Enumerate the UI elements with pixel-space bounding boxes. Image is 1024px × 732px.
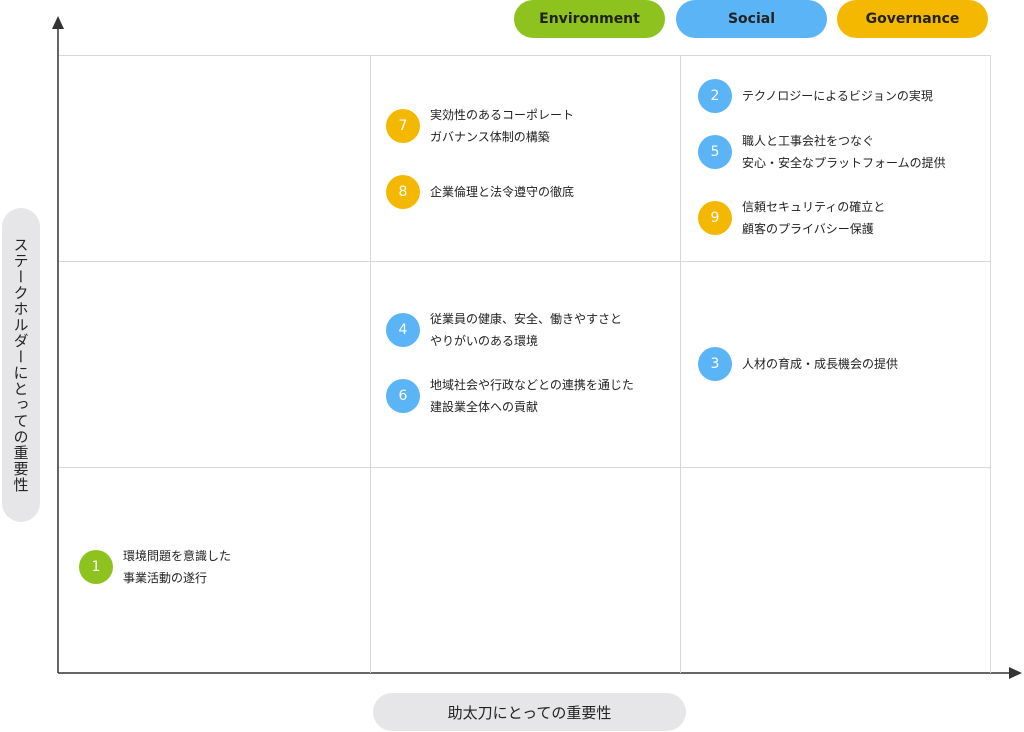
item-8: 8 企業倫理と法令遵守の徹底 [386, 175, 574, 209]
grid-line-right [990, 55, 991, 673]
item-4: 4 従業員の健康、安全、働きやすさと やりがいのある環境 [386, 308, 622, 352]
item-9: 9 信頼セキュリティの確立と 顧客のプライバシー保護 [698, 196, 885, 240]
item-1: 1 環境問題を意識した 事業活動の遂行 [79, 545, 231, 589]
item-2: 2 テクノロジーによるビジョンの実現 [698, 79, 933, 113]
legend-governance: Governance [837, 0, 988, 38]
item-number-badge: 6 [386, 379, 420, 413]
item-label: 環境問題を意識した 事業活動の遂行 [123, 549, 232, 585]
item-6: 6 地域社会や行政などとの連携を通じた 建設業全体への貢献 [386, 374, 634, 418]
grid-line-h2 [59, 467, 991, 468]
item-label: 従業員の健康、安全、働きやすさと やりがいのある環境 [430, 312, 623, 348]
item-5: 5 職人と工事会社をつなぐ 安心・安全なプラットフォームの提供 [698, 130, 946, 174]
y-axis-label-text: ステークホルダーにとっての重要性 [11, 237, 30, 493]
item-number-badge: 5 [698, 135, 732, 169]
materiality-grid [59, 55, 991, 673]
item-3: 3 人材の育成・成長機会の提供 [698, 347, 898, 381]
item-number-badge: 7 [386, 109, 420, 143]
legend-social: Social [676, 0, 827, 38]
item-number-badge: 3 [698, 347, 732, 381]
x-axis-arrow [1009, 667, 1022, 679]
item-label: 人材の育成・成長機会の提供 [742, 357, 899, 371]
item-number-badge: 1 [79, 550, 113, 584]
item-label: 企業倫理と法令遵守の徹底 [430, 185, 575, 199]
grid-line-h1 [59, 261, 991, 262]
item-label: テクノロジーによるビジョンの実現 [742, 89, 933, 103]
item-label: 実効性のあるコーポレート ガバナンス体制の構築 [430, 108, 575, 144]
item-label: 信頼セキュリティの確立と 顧客のプライバシー保護 [742, 200, 886, 236]
grid-line-v2 [680, 55, 681, 673]
item-number-badge: 2 [698, 79, 732, 113]
grid-line-top [59, 55, 991, 56]
item-number-badge: 4 [386, 313, 420, 347]
legend-environment: Environment [514, 0, 665, 38]
x-axis-label: 助太刀にとっての重要性 [373, 693, 686, 731]
item-number-badge: 9 [698, 201, 732, 235]
y-axis-label: ステークホルダーにとっての重要性 [2, 208, 40, 522]
item-number-badge: 8 [386, 175, 420, 209]
item-label: 職人と工事会社をつなぐ 安心・安全なプラットフォームの提供 [742, 134, 946, 170]
grid-line-v1 [370, 55, 371, 673]
y-axis-arrow [52, 16, 64, 29]
item-7: 7 実効性のあるコーポレート ガバナンス体制の構築 [386, 104, 574, 148]
item-label: 地域社会や行政などとの連携を通じた 建設業全体への貢献 [430, 378, 634, 414]
